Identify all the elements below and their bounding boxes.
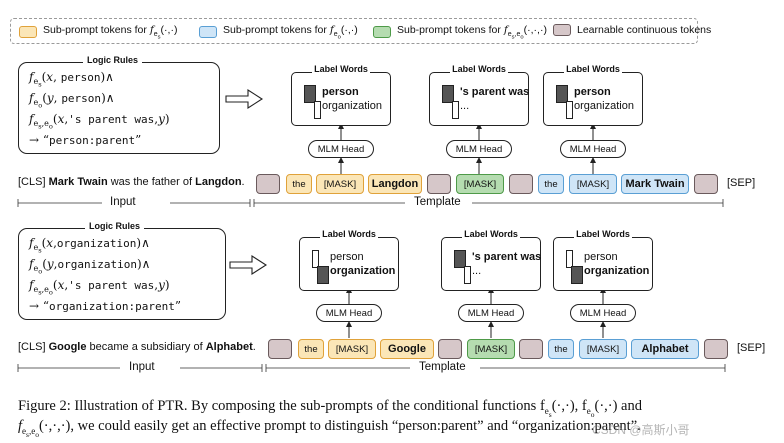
bar-high xyxy=(317,266,329,284)
label-word-2: ... xyxy=(460,100,470,112)
mlm-head-1-1: MLM Head xyxy=(308,140,374,158)
token-the: the xyxy=(286,174,312,194)
bar-high xyxy=(442,85,454,103)
hollow-arrow-1 xyxy=(225,88,264,110)
legend-label-es: Sub-prompt tokens for fes(·,·) xyxy=(43,24,178,41)
token-subject: Langdon xyxy=(368,174,422,194)
rule-line-1-2: feo(y, person)∧ xyxy=(29,91,115,110)
label-words-title: Label Words xyxy=(312,64,370,74)
token-the: the xyxy=(298,339,324,359)
watermark: CSDN @高斯小哥 xyxy=(592,423,690,437)
mlm-head-2-3: MLM Head xyxy=(570,304,636,322)
label-word-1: person xyxy=(584,251,618,263)
template-span-label-2: Template xyxy=(416,361,469,373)
legend-swatch-es xyxy=(19,26,37,39)
token-mask: [MASK] xyxy=(456,174,504,194)
token-learnable xyxy=(427,174,451,194)
token-object: Alphabet xyxy=(631,339,699,359)
bar-high xyxy=(454,250,466,268)
figure-caption-line-1: Figure 2: Illustration of PTR. By compos… xyxy=(18,398,642,419)
token-subject: Google xyxy=(380,339,434,359)
token-the: the xyxy=(538,174,564,194)
legend-swatch-learnable xyxy=(553,24,571,36)
label-word-2: organization xyxy=(322,100,382,112)
input-span-label-2: Input xyxy=(126,361,158,373)
label-word-2: organization xyxy=(330,265,396,277)
legend-label-eseo: Sub-prompt tokens for fes,eo(·,·,·) xyxy=(397,24,547,41)
bar-low xyxy=(566,250,573,268)
bar-low xyxy=(566,101,573,119)
token-mask: [MASK] xyxy=(569,174,617,194)
label-words-box-1-3: Label Words person organization xyxy=(543,64,643,126)
label-word-1: person xyxy=(322,86,359,98)
logic-rules-title-2: Logic Rules xyxy=(85,221,145,231)
sep-token-2: [SEP] xyxy=(737,342,766,354)
label-word-2: organization xyxy=(584,265,650,277)
token-learnable xyxy=(256,174,280,194)
label-words-box-1-1: Label Words person organization xyxy=(291,64,391,126)
hollow-arrow-2 xyxy=(229,254,268,276)
token-the: the xyxy=(548,339,574,359)
bar-low xyxy=(312,250,319,268)
input-sentence-1: [CLS] Mark Twain was the father of Langd… xyxy=(18,176,245,188)
mlm-head-1-2: MLM Head xyxy=(446,140,512,158)
bar-high xyxy=(556,85,568,103)
logic-rules-box-1: Logic Rules fes(x, person)∧ feo(y, perso… xyxy=(18,55,220,154)
label-word-1: 's parent was xyxy=(472,251,542,263)
legend-item-es: Sub-prompt tokens for fes(·,·) xyxy=(19,24,177,40)
token-object: Mark Twain xyxy=(621,174,689,194)
token-learnable xyxy=(704,339,728,359)
sep-token-1: [SEP] xyxy=(727,177,756,189)
rule-line-2-3: fes,eo(x,'s parent was,y) xyxy=(29,278,170,297)
legend-label-eo: Sub-prompt tokens for feo(·,·) xyxy=(223,24,358,41)
label-word-2: ... xyxy=(472,265,482,277)
token-mask: [MASK] xyxy=(579,339,627,359)
legend-swatch-eo xyxy=(199,26,217,39)
token-learnable xyxy=(509,174,533,194)
token-learnable xyxy=(694,174,718,194)
bar-high xyxy=(304,85,316,103)
token-learnable xyxy=(268,339,292,359)
input-span-label-1: Input xyxy=(107,196,139,208)
rule-line-2-1: fes(x,organization)∧ xyxy=(29,236,150,255)
figure-caption-line-2: fes,eo(·,·,·), we could easily get an ef… xyxy=(18,418,641,439)
logic-rules-title-1: Logic Rules xyxy=(83,55,143,65)
mlm-head-2-2: MLM Head xyxy=(458,304,524,322)
label-word-1: 's parent was xyxy=(460,86,530,98)
label-word-1: person xyxy=(330,251,364,263)
legend-item-eo: Sub-prompt tokens for feo(·,·) xyxy=(199,24,358,40)
bar-low xyxy=(464,266,471,284)
token-mask: [MASK] xyxy=(467,339,515,359)
legend-swatch-eseo xyxy=(373,26,391,39)
bar-high xyxy=(571,266,583,284)
input-sentence-2: [CLS] Google became a subsidiary of Alph… xyxy=(18,341,256,353)
rule-line-2-4: → “organization:parent” xyxy=(29,299,181,313)
logic-rules-box-2: Logic Rules fes(x,organization)∧ feo(y,o… xyxy=(18,221,226,320)
label-word-2: organization xyxy=(574,100,634,112)
label-word-1: person xyxy=(574,86,611,98)
legend-item-learnable: Learnable continuous tokens xyxy=(553,24,711,36)
mlm-head-2-1: MLM Head xyxy=(316,304,382,322)
template-span-label-1: Template xyxy=(411,196,464,208)
rule-line-1-3: fes,eo(x,'s parent was,y) xyxy=(29,112,170,131)
legend-item-eseo: Sub-prompt tokens for fes,eo(·,·,·) xyxy=(373,24,547,40)
label-words-box-2-2: Label Words 's parent was ... xyxy=(441,229,542,291)
token-mask: [MASK] xyxy=(316,174,364,194)
token-learnable xyxy=(438,339,462,359)
rule-line-1-4: → “person:parent” xyxy=(29,133,142,147)
bar-low xyxy=(452,101,459,119)
legend-label-learnable: Learnable continuous tokens xyxy=(577,24,712,36)
rule-line-1-1: fes(x, person)∧ xyxy=(29,70,114,89)
bar-low xyxy=(314,101,321,119)
label-words-box-1-2: Label Words 's parent was ... xyxy=(429,64,530,126)
rule-line-2-2: feo(y,organization)∧ xyxy=(29,257,151,276)
label-words-box-2-3: Label Words person organization xyxy=(553,229,653,291)
mlm-head-1-3: MLM Head xyxy=(560,140,626,158)
token-learnable xyxy=(519,339,543,359)
label-words-box-2-1: Label Words person organization xyxy=(299,229,399,291)
legend: Sub-prompt tokens for fes(·,·) Sub-promp… xyxy=(10,18,711,44)
token-mask: [MASK] xyxy=(328,339,376,359)
